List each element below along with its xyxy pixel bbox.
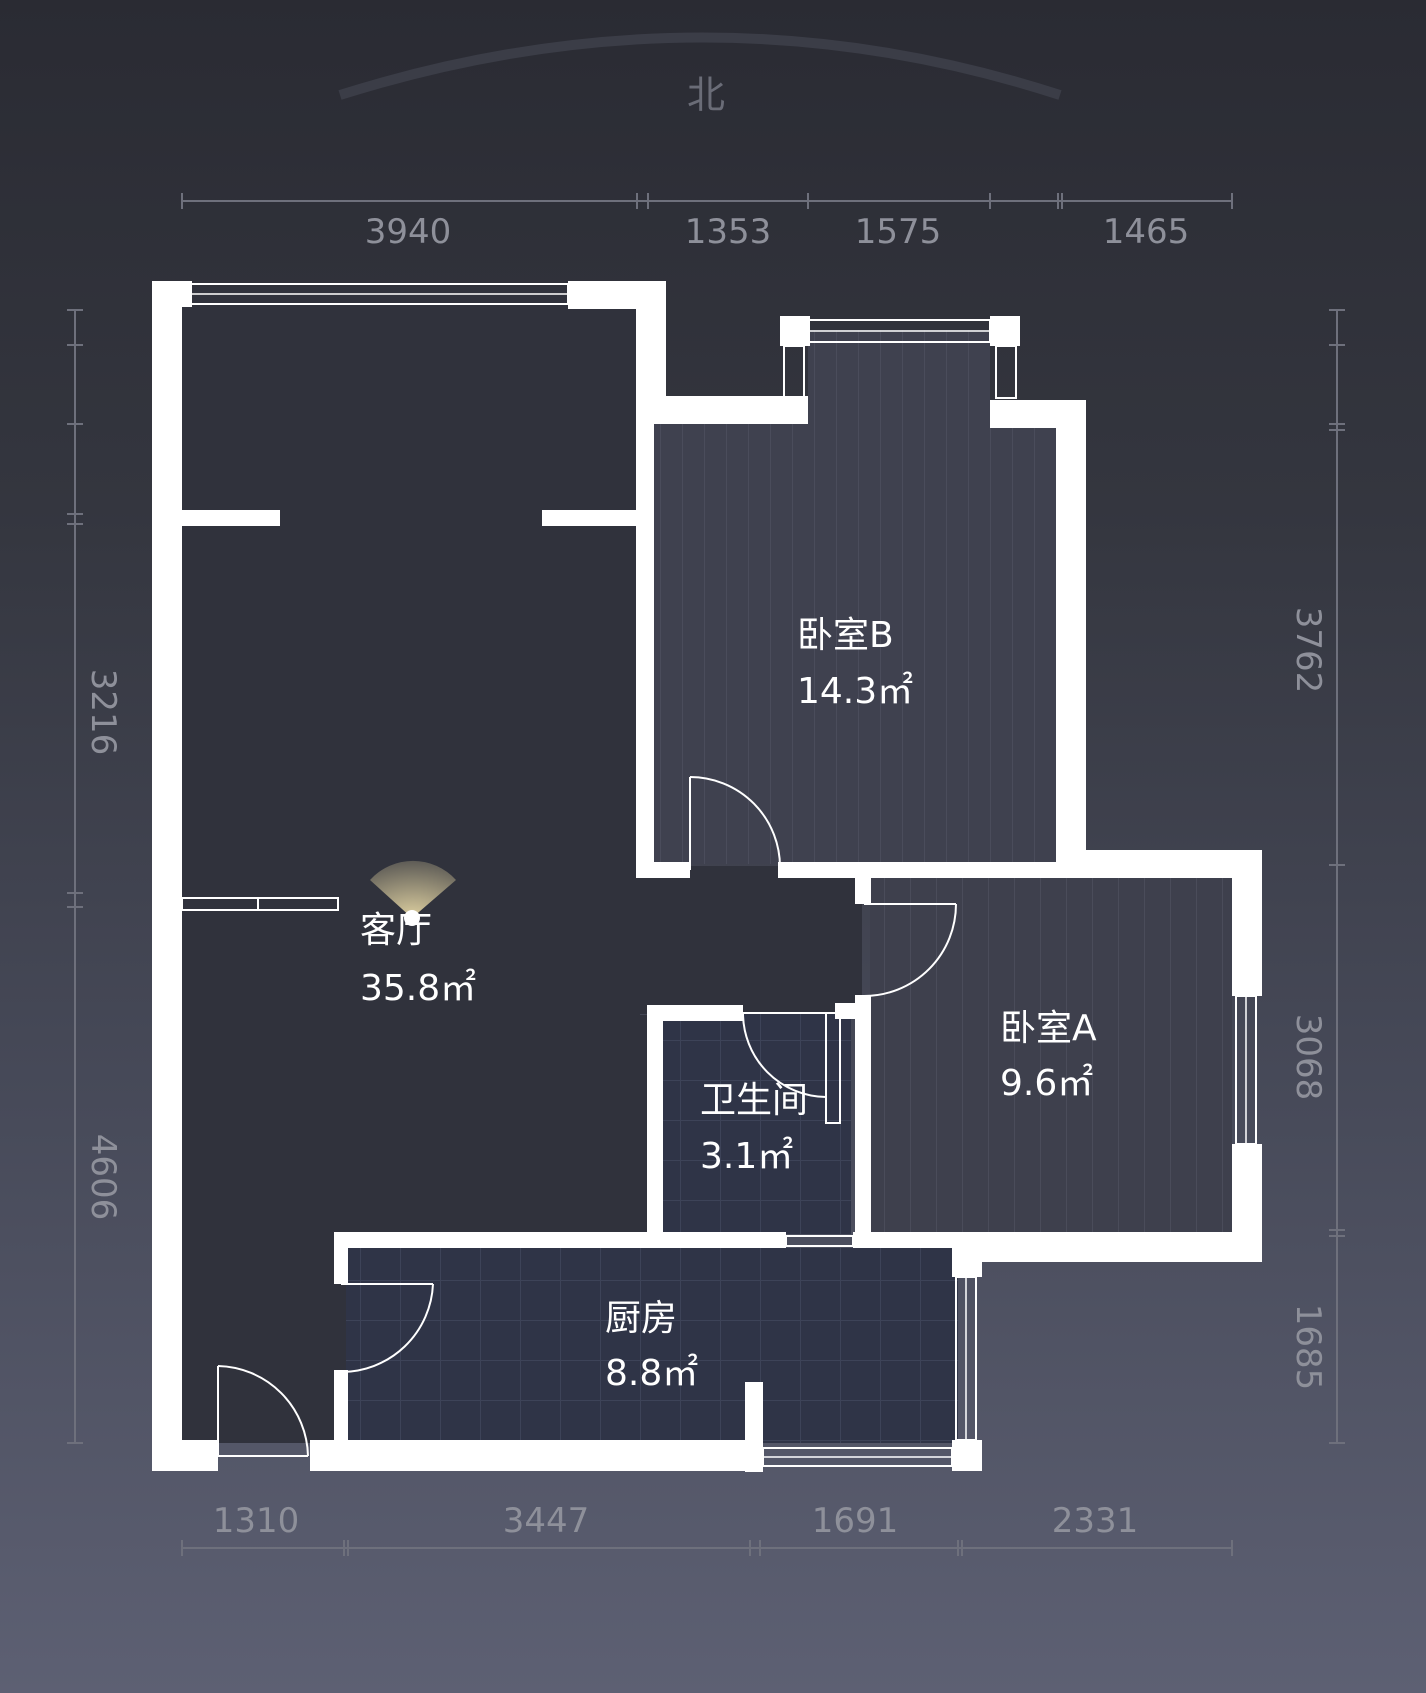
window-balcony-left bbox=[783, 345, 805, 399]
room-area: 14.3㎡ bbox=[797, 670, 913, 712]
dim-right-1: 3762 bbox=[1288, 607, 1328, 694]
door-entrance bbox=[217, 1365, 309, 1457]
room-label-kitchen: 厨房 8.8㎡ bbox=[605, 1298, 698, 1394]
dim-bottom-4: 2331 bbox=[1052, 1501, 1139, 1541]
door-bedroom-a bbox=[863, 903, 957, 997]
room-name: 卧室A bbox=[1000, 1008, 1097, 1049]
dim-top-1: 3940 bbox=[365, 212, 452, 252]
dim-right-3: 1685 bbox=[1288, 1304, 1328, 1391]
dim-bottom-1: 1310 bbox=[213, 1501, 300, 1541]
room-label-bedroom-b: 卧室B 14.3㎡ bbox=[797, 615, 913, 712]
bottom-dimension-line bbox=[181, 1540, 1233, 1556]
room-name: 厨房 bbox=[605, 1298, 677, 1339]
room-name: 客厅 bbox=[360, 910, 432, 951]
door-bedroom-b bbox=[689, 776, 782, 870]
bedroom-b-floor bbox=[652, 424, 1057, 864]
camera-viewpoint-icon[interactable] bbox=[370, 860, 456, 926]
room-area: 8.8㎡ bbox=[605, 1352, 698, 1394]
sliding-door-living bbox=[181, 897, 339, 911]
walls bbox=[152, 281, 1262, 1472]
dim-top-3: 1575 bbox=[855, 212, 942, 252]
dim-right-2: 3068 bbox=[1288, 1014, 1328, 1101]
room-area: 9.6㎡ bbox=[1000, 1062, 1093, 1104]
windows bbox=[181, 283, 1257, 1467]
dim-left-2: 4606 bbox=[83, 1134, 123, 1221]
top-dimension-line bbox=[181, 193, 1233, 209]
kitchen-floor bbox=[346, 1248, 958, 1443]
room-area: 35.8㎡ bbox=[360, 967, 476, 1009]
doors bbox=[217, 776, 957, 1457]
dim-top-2: 1353 bbox=[685, 212, 772, 252]
room-area: 3.1㎡ bbox=[700, 1135, 793, 1177]
bedroom-a-floor bbox=[870, 877, 1232, 1232]
room-label-bedroom-a: 卧室A 9.6㎡ bbox=[1000, 1008, 1097, 1104]
bathroom-floor bbox=[663, 1012, 851, 1234]
dim-bottom-3: 1691 bbox=[812, 1501, 899, 1541]
dim-left-1: 3216 bbox=[83, 669, 123, 756]
door-kitchen bbox=[340, 1283, 434, 1374]
balcony-floor bbox=[808, 330, 990, 430]
window-balcony-right bbox=[995, 345, 1017, 399]
living-room-floor-extension bbox=[640, 866, 862, 1014]
living-room-floor-lower bbox=[167, 1015, 647, 1235]
compass-arc bbox=[338, 32, 1062, 100]
compass-north-label: 北 bbox=[687, 73, 725, 117]
dim-top-4: 1465 bbox=[1103, 212, 1190, 252]
right-dimension-line bbox=[1329, 309, 1345, 1444]
room-name: 卧室B bbox=[797, 615, 894, 656]
sliding-door-bathroom-kitchen bbox=[785, 1235, 854, 1247]
door-bathroom bbox=[742, 1012, 827, 1098]
left-dimension-line bbox=[67, 309, 83, 1444]
dim-bottom-2: 3447 bbox=[503, 1501, 590, 1541]
bathroom-door-panel bbox=[825, 1012, 841, 1124]
room-label-bathroom: 卫生间 3.1㎡ bbox=[700, 1080, 808, 1177]
room-name: 卫生间 bbox=[700, 1080, 808, 1121]
room-label-living: 客厅 35.8㎡ bbox=[360, 910, 476, 1009]
